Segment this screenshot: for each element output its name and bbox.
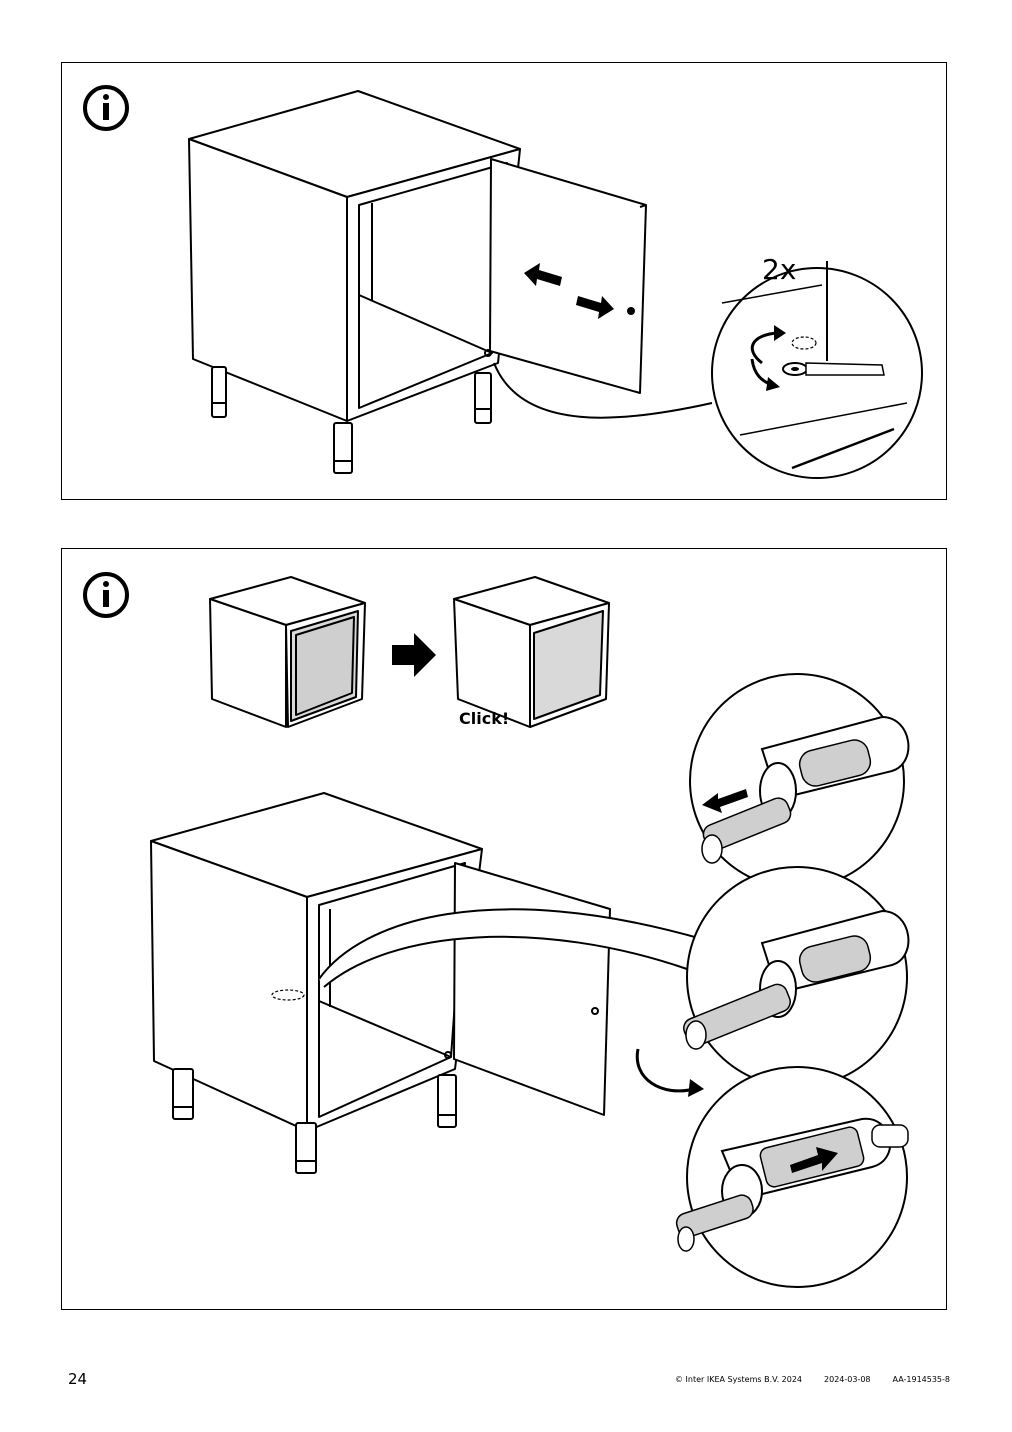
slide-arrows-icon xyxy=(524,263,614,319)
hinge-detail-callout xyxy=(711,261,923,479)
copyright-text: © Inter IKEA Systems B.V. 2024 xyxy=(675,1375,803,1384)
panel-1-illustration: 2x xyxy=(83,85,923,479)
damper-detail-push xyxy=(675,1066,909,1288)
cube-before-illustration xyxy=(209,576,366,728)
document-id: AA-1914535-8 xyxy=(892,1375,950,1384)
cabinet-illustration xyxy=(188,90,647,474)
cube-after-illustration xyxy=(453,576,610,728)
instruction-panel-door-damper: Click! xyxy=(61,548,947,1310)
panel-2-illustration: Click! xyxy=(83,572,910,1288)
click-label: Click! xyxy=(459,709,509,728)
footer-meta: © Inter IKEA Systems B.V. 2024 2024-03-0… xyxy=(675,1375,950,1384)
quantity-label: 2x xyxy=(762,253,796,286)
callout-connector xyxy=(493,362,713,419)
cabinet-illustration xyxy=(150,792,611,1174)
damper-detail-pull xyxy=(689,673,910,889)
instruction-panel-door-adjustment: 2x xyxy=(61,62,947,500)
damper-detail-rotate xyxy=(635,866,910,1097)
next-step-arrow-icon xyxy=(392,633,436,677)
page-number: 24 xyxy=(68,1370,88,1388)
info-circle-icon xyxy=(83,85,129,131)
info-circle-icon xyxy=(83,572,129,618)
document-date: 2024-03-08 xyxy=(824,1375,871,1384)
